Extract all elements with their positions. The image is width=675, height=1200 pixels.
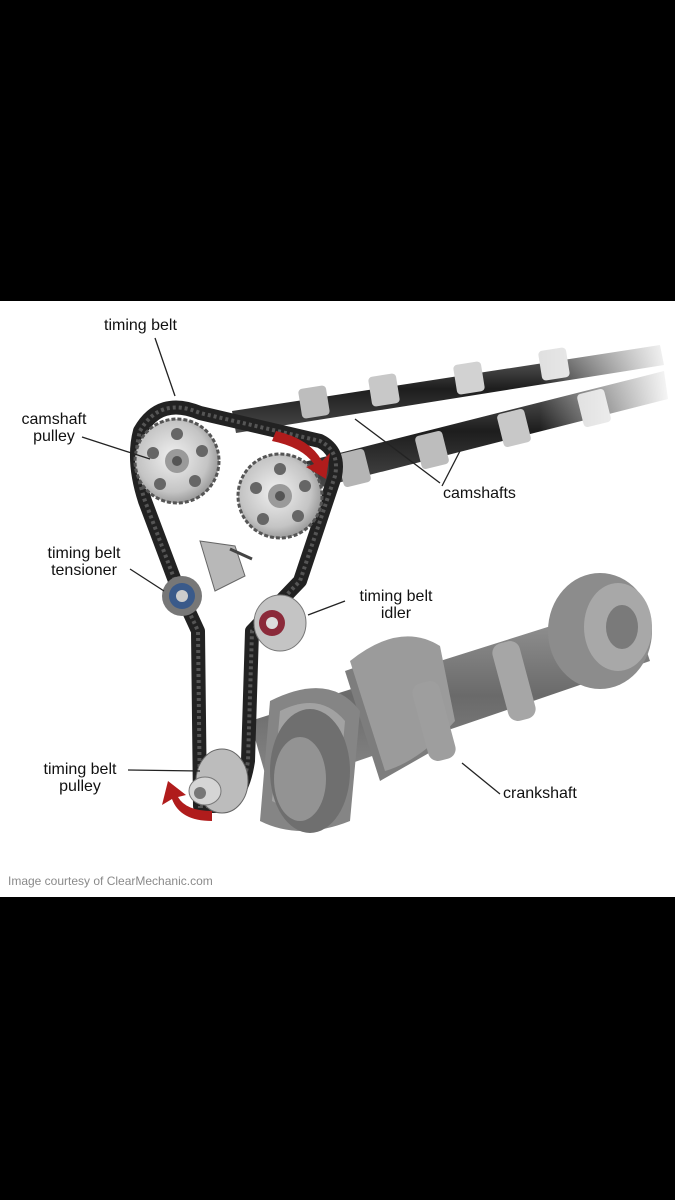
label-tensioner-line1: timing belt [47, 545, 121, 562]
label-crank-pulley-line1: timing belt [43, 761, 117, 778]
image-credit: Image courtesy of ClearMechanic.com [8, 874, 213, 888]
label-timing-belt-text: timing belt [104, 317, 177, 334]
timing-belt-idler [253, 594, 307, 652]
timing-belt-diagram: timing belt camshaft pulley camshafts ti… [0, 301, 675, 897]
letterbox-bottom [0, 897, 675, 1200]
camshaft-rotation-arrow [272, 431, 330, 479]
label-timing-belt: timing belt [104, 317, 177, 334]
leader-lines [81, 337, 501, 795]
label-crank-pulley-line2: pulley [59, 778, 101, 795]
crankshaft [250, 573, 652, 833]
timing-belt [130, 400, 343, 813]
timing-belt-tensioner [162, 540, 253, 616]
label-tensioner: timing belt tensioner [36, 545, 132, 579]
label-camshaft-pulley-line1: camshaft [21, 411, 87, 428]
label-idler-line1: timing belt [359, 588, 433, 605]
label-camshafts: camshafts [443, 485, 516, 502]
label-camshafts-text: camshafts [443, 485, 516, 502]
label-idler-line2: idler [380, 605, 412, 622]
label-camshaft-pulley: camshaft pulley [14, 411, 94, 445]
crankshaft-pulley [188, 748, 249, 814]
label-crankshaft: crankshaft [503, 785, 577, 802]
label-crank-pulley: timing belt pulley [32, 761, 128, 795]
letterbox-top [0, 0, 675, 301]
diagram-illustration [81, 331, 675, 833]
label-crankshaft-text: crankshaft [503, 785, 577, 802]
camshaft-pulley-left [133, 417, 221, 505]
camshaft-pulley-right [236, 452, 324, 540]
label-idler: timing belt idler [348, 588, 444, 622]
label-camshaft-pulley-line2: pulley [33, 428, 75, 445]
crankshaft-rotation-arrow [162, 781, 212, 821]
label-tensioner-line2: tensioner [51, 562, 117, 579]
